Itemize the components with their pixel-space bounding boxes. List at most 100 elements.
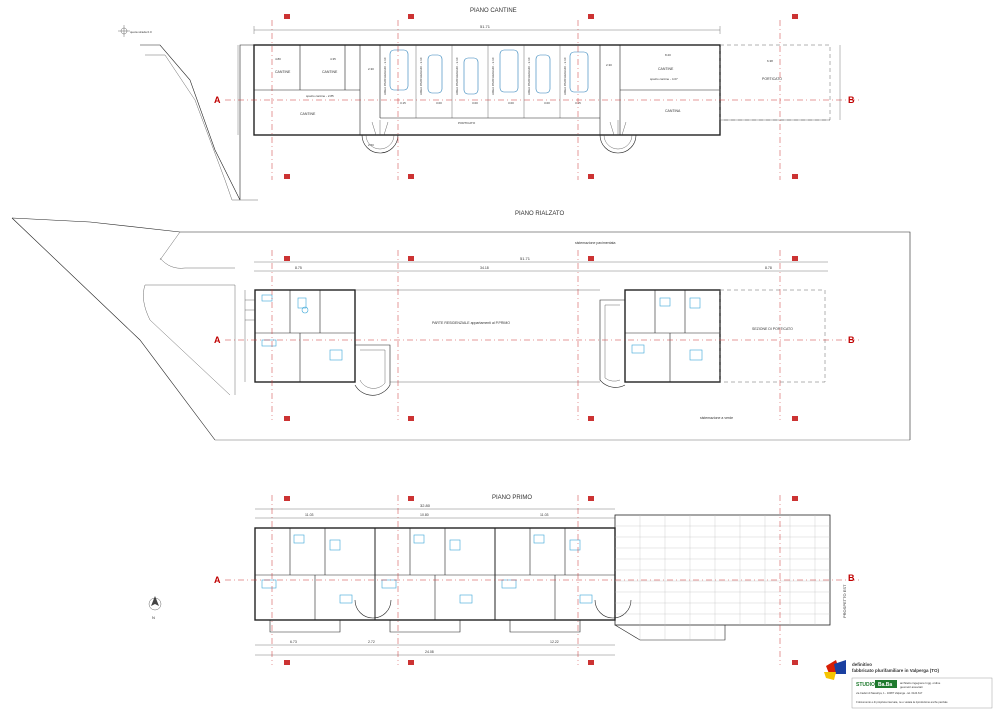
- footer-disclaimer: Il documento e di proprieta riservata, n…: [856, 700, 948, 704]
- section-flag-r3-top: [588, 256, 594, 261]
- dim-c2: 2.30: [368, 67, 374, 71]
- section-flag-2-top: [408, 14, 414, 19]
- plan-piano-rialzato: PIANO RIALZATO sistemazione pavimentata …: [11, 211, 911, 441]
- plan-piano-primo: PIANO PRIMO 32.80 11.03 10.80 11.03: [148, 495, 860, 665]
- unit-2: [381, 528, 473, 620]
- plan-title-rialzato: PIANO RIALZATO: [515, 211, 564, 217]
- parking-bays: AREA PARCHEGGIO - 3.10 AREA PARCHEGGIO -…: [383, 45, 589, 118]
- elev-label: quota strada 0.0: [130, 30, 152, 34]
- dim-c1: 4.35: [330, 57, 336, 61]
- studio-word: STUDIO: [856, 682, 875, 688]
- room-cantine-d: CANTINE: [658, 67, 674, 71]
- parking-label-5: AREA PARCHEGGIO - 3.10: [527, 57, 531, 95]
- section-flag-p1-bot: [284, 660, 290, 665]
- corr-label-2: spazio cantine - 2.85: [306, 94, 334, 98]
- north-label: N: [152, 615, 155, 620]
- parking-label-3: AREA PARCHEGGIO - 3.10: [455, 57, 459, 95]
- dim-primo-2: 10.80: [420, 513, 429, 517]
- section-flag-r2-bot: [408, 416, 414, 421]
- plan-title-primo: PIANO PRIMO: [492, 495, 532, 501]
- label-sezione-porticato: SEZIONE DI PORTICATO: [752, 327, 793, 331]
- section-flag-3-bot: [588, 174, 594, 179]
- studio-badge: [875, 680, 897, 688]
- section-mark-b-rialzato: B: [848, 335, 855, 345]
- dim-rialzato-2: 34.18: [480, 266, 489, 270]
- section-flag-r4-top: [792, 256, 798, 261]
- dim-rialzato-1: 8.75: [295, 266, 302, 270]
- dim-rialzato-total: 51.71: [520, 256, 531, 261]
- section-mark-a-rialzato: A: [214, 335, 221, 345]
- dim-primo-b3: 24.08: [425, 650, 434, 654]
- dim-primo-b4: 12.22: [550, 640, 559, 644]
- section-flag-r1-top: [284, 256, 290, 261]
- dim-c6: 3.00: [436, 101, 442, 105]
- label-prospetto-est: PROSPETTO EST: [842, 584, 847, 618]
- section-mark-b-cantine: B: [848, 95, 855, 105]
- dim-c3: 8.20: [665, 53, 671, 57]
- title-block-frame: [851, 677, 993, 709]
- section-flag-r4-bot: [792, 416, 798, 421]
- dim-c12: 2.50: [368, 143, 374, 147]
- plan-title-cantine: PIANO CANTINE: [470, 8, 517, 14]
- roof-tiles: [614, 514, 831, 641]
- title-block: definitivo fabbricato plurifamiliare in …: [824, 660, 993, 709]
- section-mark-a-cantine: A: [214, 95, 221, 105]
- room-cantina-e: CANTINA: [665, 109, 681, 113]
- north-arrow-icon: N: [148, 596, 162, 620]
- section-flag-3-top: [588, 14, 594, 19]
- dim-primo-1: 11.03: [305, 513, 314, 517]
- stair-cantine-left: [361, 120, 399, 154]
- project-title: fabbricato plurifamiliare in Valperga (T…: [852, 668, 939, 673]
- section-flag-1-top: [284, 14, 290, 19]
- section-flag-p3-top: [588, 496, 594, 501]
- section-mark-a-primo: A: [214, 575, 221, 585]
- dim-primo-b2: 2.72: [368, 640, 375, 644]
- dim-c7: 3.00: [472, 101, 478, 105]
- section-flag-r2-top: [408, 256, 414, 261]
- section-flag-p4-bot: [792, 660, 798, 665]
- room-porticato: PORTICATO: [762, 77, 782, 81]
- dim-c4: 6.38: [767, 59, 773, 63]
- section-flag-4-bot: [792, 174, 798, 179]
- unit-1: [261, 528, 353, 620]
- room-cantine-c: CANTINE: [300, 112, 316, 116]
- dim-primo-3: 11.03: [540, 513, 549, 517]
- dim-c9: 3.00: [544, 101, 550, 105]
- dim-rialzato-3: 8.78: [765, 266, 772, 270]
- studio-logo-icon: [824, 660, 846, 680]
- dim-c8: 3.00: [508, 101, 514, 105]
- section-flag-p1-top: [284, 496, 290, 501]
- section-flag-p3-bot: [588, 660, 594, 665]
- dim-cantine-total: 51.71: [480, 24, 491, 29]
- section-flag-p4-top: [792, 496, 798, 501]
- status-label: definitivo: [852, 662, 872, 667]
- dim-c5: 3.15: [400, 101, 406, 105]
- stair-cantine-right: [599, 120, 637, 154]
- studio-name: Ba.Ba: [878, 682, 892, 688]
- parking-label-4: AREA PARCHEGGIO - 3.10: [491, 57, 495, 95]
- note-sistemazione-verde: sistemazione a verde: [700, 416, 733, 420]
- dim-primo-total: 32.80: [420, 503, 431, 508]
- section-mark-b-primo: B: [848, 573, 855, 583]
- parking-label-6: AREA PARCHEGGIO - 3.10: [563, 57, 567, 95]
- section-flag-r1-bot: [284, 416, 290, 421]
- section-flag-1-bot: [284, 174, 290, 179]
- room-corridoio: PORTICATO: [458, 121, 476, 125]
- dim-c11: 2.30: [606, 63, 612, 67]
- studio-credits: architetto ingegnere Ingg. ordine: [900, 681, 941, 685]
- section-flag-4-top: [792, 14, 798, 19]
- parking-label-2: AREA PARCHEGGIO - 3.10: [419, 57, 423, 95]
- dim-c0: 4.80: [275, 57, 281, 61]
- section-flag-p2-top: [408, 496, 414, 501]
- corr-label: spazio cantine - 4.07: [650, 77, 678, 81]
- section-flag-p2-bot: [408, 660, 414, 665]
- unit-3: [501, 528, 593, 620]
- parking-label-1: AREA PARCHEGGIO - 3.10: [383, 57, 387, 95]
- studio-address: via Caduti di Nassiriya, 1 - 10087 Valpe…: [856, 691, 923, 695]
- studio-credits-2: geometri associati: [900, 685, 923, 689]
- label-parte-residenziale: PARTE RESIDENZIALE appartamenti al P.PRI…: [432, 321, 510, 325]
- dim-primo-b1: 6.73: [290, 640, 297, 644]
- note-sistemazione-pavimentata: sistemazione pavimentata: [575, 241, 616, 245]
- plan-piano-cantine: PIANO CANTINE 51.71 quota strada 0.0: [118, 8, 860, 201]
